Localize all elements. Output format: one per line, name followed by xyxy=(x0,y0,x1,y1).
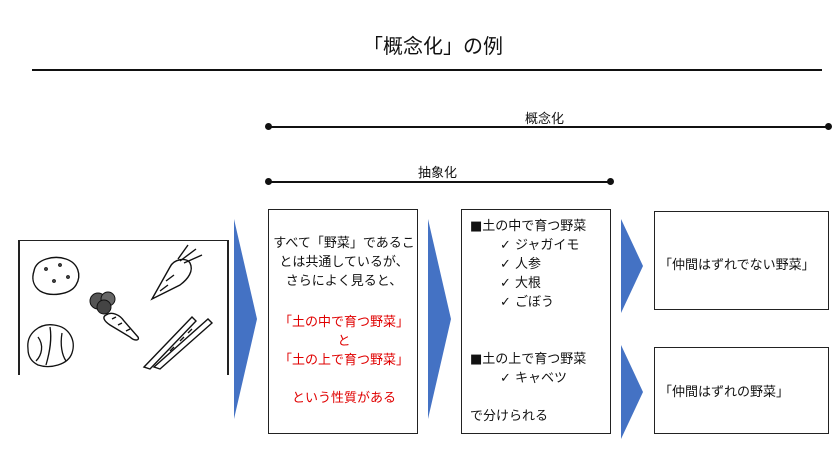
result-text-odd-one-out: 「仲間はずれの野菜」 xyxy=(659,385,790,400)
title-underline xyxy=(32,69,822,71)
carrot-icon xyxy=(103,312,140,341)
burdock-icon xyxy=(142,315,214,370)
page-title: 「概念化」の例 xyxy=(363,34,503,58)
vegetables-illustration xyxy=(18,240,229,375)
group-heading-aboveground: ■土の上で育つ野菜 xyxy=(470,352,587,367)
daikon-icon xyxy=(150,244,203,301)
arrow-right-icon xyxy=(621,219,643,313)
red-emphasis-aboveground: 「土の上で育つ野菜」 xyxy=(278,353,409,368)
list-item: ✓ ごぼう xyxy=(500,295,555,310)
span-label-abstraction: 抽象化 xyxy=(418,166,458,181)
red-emphasis-and: と xyxy=(337,334,351,349)
span-line-abstraction xyxy=(268,181,612,183)
span-end-dot xyxy=(825,123,832,130)
check-icon: ✓ xyxy=(500,295,511,310)
check-icon: ✓ xyxy=(500,257,511,272)
explanation-box: すべて「野菜」であるこ とは共通しているが、 さらによく見ると、 「土の中で育つ… xyxy=(268,209,418,434)
explanation-line: すべて「野菜」であるこ xyxy=(273,236,415,251)
classification-footer: で分けられる xyxy=(470,409,549,424)
result-text-normal: 「仲間はずれでない野菜」 xyxy=(659,258,815,273)
arrow-right-icon xyxy=(234,219,257,419)
potato-icon xyxy=(32,256,80,296)
list-item: ✓ 大根 xyxy=(500,276,542,291)
list-item: ✓ キャベツ xyxy=(500,371,568,386)
group-heading-underground: ■土の中で育つ野菜 xyxy=(470,219,587,234)
result-box-normal: 「仲間はずれでない野菜」 xyxy=(654,211,829,310)
explanation-line: さらによく見ると、 xyxy=(285,274,403,289)
broccoli-icon xyxy=(89,291,116,315)
cabbage-icon xyxy=(27,324,74,368)
span-label-conceptualization: 概念化 xyxy=(525,112,565,127)
list-item: ✓ ジャガイモ xyxy=(500,238,580,253)
vegetables-drawing xyxy=(27,244,214,370)
span-line-conceptualization xyxy=(268,126,829,128)
check-icon: ✓ xyxy=(500,371,511,386)
explanation-line: とは共通しているが、 xyxy=(279,255,409,270)
result-box-odd-one-out: 「仲間はずれの野菜」 xyxy=(654,347,829,434)
arrow-right-icon xyxy=(428,219,451,419)
classification-box: ■土の中で育つ野菜 ✓ ジャガイモ ✓ 人参 ✓ 大根 ✓ ごぼう ■土の上で育… xyxy=(461,209,611,434)
list-item: ✓ 人参 xyxy=(500,257,542,272)
arrow-right-icon xyxy=(621,345,643,439)
check-icon: ✓ xyxy=(500,238,511,253)
red-emphasis-underground: 「土の中で育つ野菜」 xyxy=(278,315,409,330)
check-icon: ✓ xyxy=(500,276,511,291)
red-emphasis-property: という性質がある xyxy=(291,391,396,406)
span-end-dot xyxy=(607,178,614,185)
